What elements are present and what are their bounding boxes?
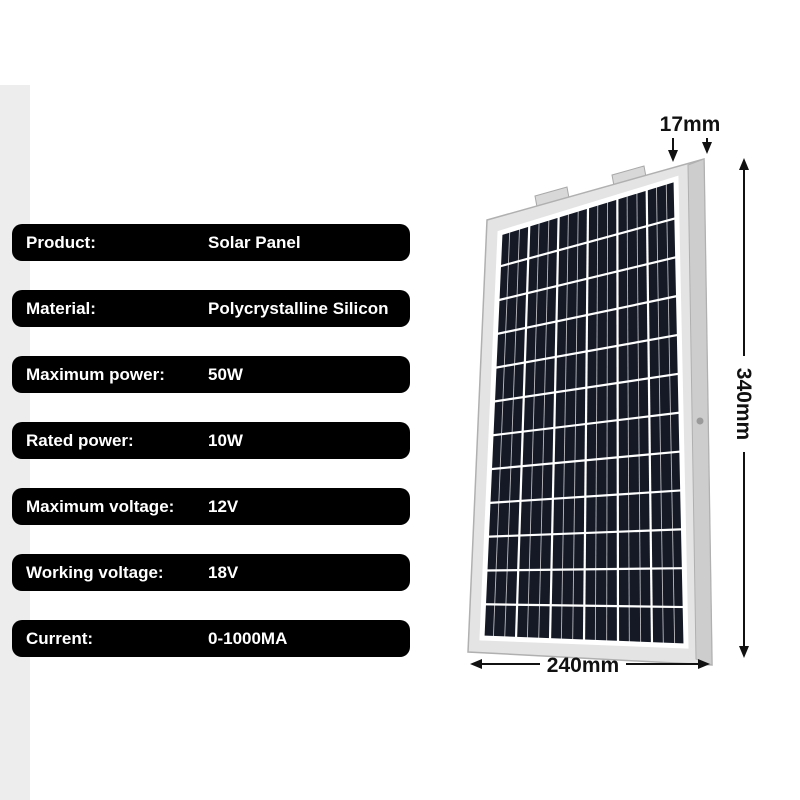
- grid-line: [594, 202, 599, 643]
- thickness-arrowhead: [702, 142, 712, 154]
- grid-line: [526, 220, 540, 640]
- spec-value: 18V: [208, 562, 239, 582]
- spec-pill-working-voltage: Working voltage: 18V: [12, 554, 410, 591]
- spec-label: Material:: [26, 298, 96, 318]
- frame-side-face: [687, 158, 713, 666]
- thickness-dimension-label: 17mm: [660, 113, 721, 136]
- grid-line: [560, 211, 569, 642]
- spec-value: 0-1000MA: [208, 628, 288, 648]
- spec-value: Solar Panel: [208, 232, 301, 252]
- frame-screw-hole: [696, 417, 704, 425]
- grid-line: [490, 411, 682, 437]
- height-arrowhead-bottom: [739, 646, 749, 658]
- grid-line: [487, 489, 683, 505]
- grid-line: [496, 255, 678, 302]
- grid-line: [486, 528, 684, 538]
- width-arrowhead-left: [470, 659, 482, 669]
- height-arrowhead-top: [739, 158, 749, 170]
- thickness-arrowhead: [668, 150, 678, 162]
- grid-line: [665, 181, 676, 646]
- spec-label: Rated power:: [26, 430, 134, 450]
- grid-line: [538, 217, 550, 641]
- grid-line: [483, 603, 686, 609]
- width-dimension-label: 240mm: [547, 654, 619, 677]
- grid-line: [498, 216, 678, 268]
- spec-pill-maximum-voltage: Maximum voltage: 12V: [12, 488, 410, 525]
- grid-line: [489, 450, 682, 471]
- grid-line: [484, 567, 685, 572]
- grid-line: [655, 184, 664, 646]
- panel-cell-grid: [479, 175, 689, 649]
- spec-value: 12V: [208, 496, 239, 516]
- grid-line: [492, 372, 681, 403]
- spec-value: 50W: [208, 364, 243, 384]
- height-dimension-label: 340mm: [732, 368, 755, 440]
- spec-value: Polycrystalline Silicon: [208, 298, 389, 318]
- spec-label: Working voltage:: [26, 562, 164, 582]
- spec-pill-material: Material: Polycrystalline Silicon: [12, 290, 410, 327]
- spec-label: Maximum voltage:: [26, 496, 175, 516]
- spec-pill-product: Product: Solar Panel: [12, 224, 410, 261]
- spec-label: Maximum power:: [26, 364, 165, 384]
- mounting-brackets: [534, 165, 647, 208]
- spec-pill-maximum-power: Maximum power: 50W: [12, 356, 410, 393]
- grid-line: [492, 229, 511, 639]
- width-arrowhead-right: [698, 659, 710, 669]
- grid-line: [572, 208, 579, 642]
- grid-line: [495, 294, 679, 336]
- spec-label: Current:: [26, 628, 94, 648]
- grid-line: [493, 333, 680, 370]
- grid-line: [606, 199, 609, 643]
- spec-pill-rated-power: Rated power: 10W: [12, 422, 410, 459]
- grid-line: [626, 193, 630, 644]
- spec-list: Product: Solar Panel Material: Polycryst…: [12, 224, 410, 686]
- grid-line: [504, 226, 521, 639]
- spec-label: Product:: [26, 232, 96, 252]
- spec-value: 10W: [208, 430, 243, 450]
- spec-pill-current: Current: 0-1000MA: [12, 620, 410, 657]
- dimension-annotations: 17mm 340mm 240mm: [470, 113, 755, 677]
- grid-line: [636, 190, 642, 645]
